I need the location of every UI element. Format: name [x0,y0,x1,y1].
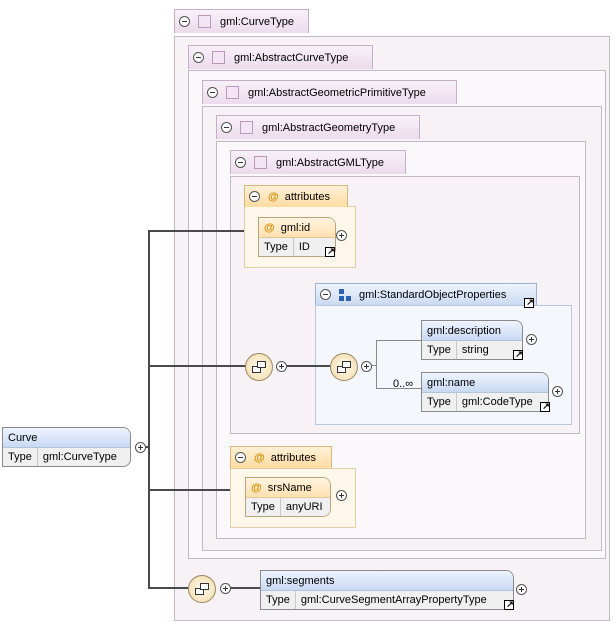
expand-icon[interactable] [336,490,347,501]
abstract-geometric-primitive-type-tab[interactable]: gml:AbstractGeometricPrimitiveType [202,80,457,104]
abstract-geometric-primitive-type-label: gml:AbstractGeometricPrimitiveType [248,86,426,99]
connector-line [148,365,246,367]
collapse-icon[interactable] [249,191,260,202]
curve-type-label: gml:CurveType [220,15,294,28]
srsname-name: srsName [267,481,312,494]
name-element[interactable]: gml:name Type gml:CodeType [421,372,549,412]
collapse-icon[interactable] [235,452,246,463]
abstract-curve-type-tab[interactable]: gml:AbstractCurveType [188,45,373,69]
collapse-icon[interactable] [320,289,331,300]
collapse-icon[interactable] [276,361,287,372]
type-link-icon[interactable] [524,298,535,308]
srsname-attribute[interactable]: @ srsName Type anyURI [245,477,331,517]
name-name: gml:name [427,376,476,389]
attributes-label: attributes [284,190,330,203]
curve-header: Curve [3,428,130,448]
connector-line [370,365,377,366]
at-icon: @ [268,190,279,203]
type-link-icon[interactable] [504,600,515,610]
sequence-compositor-icon[interactable] [188,575,216,603]
connector-line [148,489,244,491]
collapse-icon[interactable] [235,157,246,168]
type-key: Type [259,238,294,256]
collapse-icon[interactable] [207,87,218,98]
description-type-row: Type string [422,341,522,359]
gml-id-type-row: Type ID [259,238,335,256]
type-link-icon[interactable] [325,247,336,257]
gml-id-attribute[interactable]: @ gml:id Type ID [258,217,336,257]
connector-line [376,388,421,389]
collapse-icon[interactable] [193,52,204,63]
segments-type: gml:CurveSegmentArrayPropertyType [300,594,487,606]
srsname-type-row: Type anyURI [246,498,330,516]
segments-type-row: Type gml:CurveSegmentArrayPropertyType [261,591,513,609]
abstract-gml-type-label: gml:AbstractGMLType [276,156,384,169]
type-link-icon[interactable] [513,350,524,360]
group-icon [339,288,351,301]
type-key: Type [261,591,296,609]
connector-line [148,587,188,589]
name-type-row: Type gml:CodeType [422,393,548,411]
expand-icon[interactable] [336,230,347,241]
type-icon [212,51,225,64]
attributes-label: attributes [270,451,316,464]
sequence-compositor-icon[interactable] [245,353,273,381]
curve-type: gml:CurveType [42,451,117,463]
attributes-tab-gml-id[interactable]: @ attributes [244,185,348,207]
at-icon: @ [264,221,275,234]
sequence-compositor-icon[interactable] [330,353,358,381]
description-type: string [461,344,489,356]
collapse-icon[interactable] [221,122,232,133]
connector-line [376,340,377,388]
type-icon [240,121,253,134]
type-key: Type [422,341,457,359]
expand-icon[interactable] [552,386,563,397]
description-name: gml:description [427,324,501,337]
name-type: gml:CodeType [461,396,533,408]
srsname-type: anyURI [285,501,323,513]
type-key: Type [422,393,457,411]
curve-name: Curve [8,431,38,444]
at-icon: @ [254,451,265,464]
curve-element[interactable]: Curve Type gml:CurveType [2,427,131,467]
type-key: Type [246,498,281,516]
expand-icon[interactable] [516,584,527,595]
type-icon [254,156,267,169]
segments-name: gml:segments [266,574,335,587]
expand-icon[interactable] [526,334,537,345]
type-icon [198,15,211,28]
name-header: gml:name [422,373,548,393]
description-header: gml:description [422,321,522,341]
collapse-icon[interactable] [361,361,372,372]
connector-line [285,365,330,367]
connector-line [148,230,150,588]
segments-header: gml:segments [261,571,513,591]
srsname-header: @ srsName [246,478,330,498]
gml-id-name: gml:id [280,221,311,234]
gml-id-header: @ gml:id [259,218,335,238]
abstract-geometry-type-label: gml:AbstractGeometryType [262,121,396,134]
type-link-icon[interactable] [540,402,551,412]
segments-element[interactable]: gml:segments Type gml:CurveSegmentArrayP… [260,570,514,610]
standard-object-properties-label: gml:StandardObjectProperties [359,288,507,301]
description-element[interactable]: gml:description Type string [421,320,523,360]
connector-line [230,587,260,589]
collapse-icon[interactable] [135,442,146,453]
type-icon [226,86,239,99]
curve-type-tab[interactable]: gml:CurveType [174,9,309,33]
standard-object-properties-tab[interactable]: gml:StandardObjectProperties [315,283,537,305]
abstract-gml-type-tab[interactable]: gml:AbstractGMLType [230,150,406,174]
curve-type-row: Type gml:CurveType [3,448,130,466]
at-icon: @ [251,481,262,494]
type-key: Type [3,448,38,466]
collapse-icon[interactable] [179,16,190,27]
collapse-icon[interactable] [220,583,231,594]
connector-line [148,230,244,232]
abstract-curve-type-label: gml:AbstractCurveType [234,51,349,64]
name-cardinality: 0..∞ [393,378,414,390]
abstract-geometry-type-tab[interactable]: gml:AbstractGeometryType [216,115,420,139]
gml-id-type: ID [298,241,310,253]
attributes-tab-srsname[interactable]: @ attributes [230,446,332,468]
connector-line [376,340,421,341]
